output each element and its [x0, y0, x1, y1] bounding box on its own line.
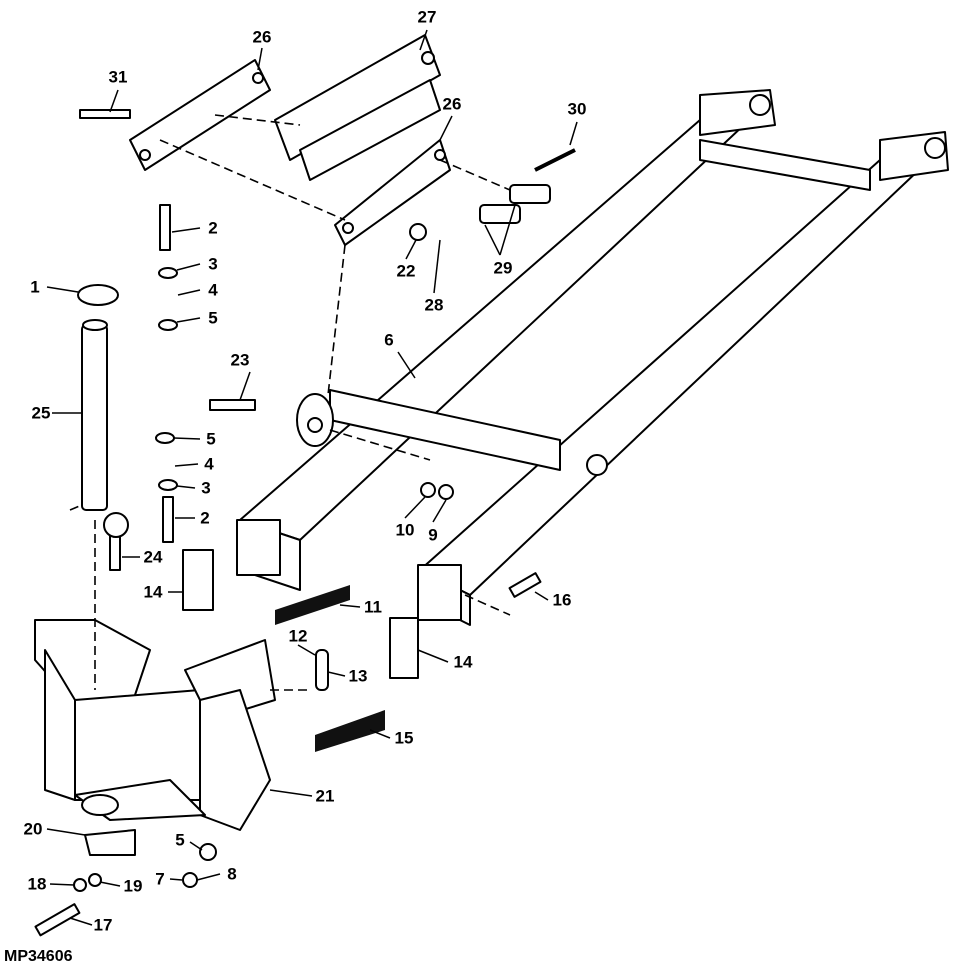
- callout-28: 28: [423, 295, 445, 315]
- callout-10: 10: [394, 520, 416, 540]
- hitch-bracket: [34, 619, 276, 892]
- callout-5: 5: [174, 830, 186, 850]
- callout-16: 16: [551, 590, 573, 610]
- figure-id: MP34606: [4, 948, 73, 965]
- callout-18: 18: [26, 874, 48, 894]
- callout-3: 3: [207, 254, 219, 274]
- callout-5: 5: [207, 308, 219, 328]
- frame-assembly: [236, 89, 949, 626]
- callout-20: 20: [22, 819, 44, 839]
- callout-13: 13: [347, 666, 369, 686]
- callout-15: 15: [393, 728, 415, 748]
- hardware: [34, 109, 576, 937]
- callout-4: 4: [207, 280, 219, 300]
- links: [129, 34, 451, 246]
- callout-30: 30: [566, 99, 588, 119]
- callout-5: 5: [205, 429, 217, 449]
- assembly-lines: [69, 114, 511, 691]
- callout-25: 25: [30, 403, 52, 423]
- callout-9: 9: [427, 525, 439, 545]
- callout-2: 2: [207, 218, 219, 238]
- callout-26: 26: [441, 94, 463, 114]
- callout-4: 4: [203, 454, 215, 474]
- callout-8: 8: [226, 864, 238, 884]
- callout-14: 14: [142, 582, 164, 602]
- callout-22: 22: [395, 261, 417, 281]
- callout-27: 27: [416, 7, 438, 27]
- callout-17: 17: [92, 915, 114, 935]
- callout-29: 29: [492, 258, 514, 278]
- callout-2: 2: [199, 508, 211, 528]
- callout-23: 23: [229, 350, 251, 370]
- callout-14: 14: [452, 652, 474, 672]
- callout-3: 3: [200, 478, 212, 498]
- callout-11: 11: [363, 597, 383, 617]
- callout-31: 31: [107, 67, 129, 87]
- callout-12: 12: [287, 626, 309, 646]
- leader-lines: [46, 29, 578, 926]
- callout-24: 24: [142, 547, 164, 567]
- callout-21: 21: [314, 786, 336, 806]
- callout-26: 26: [251, 27, 273, 47]
- callout-19: 19: [122, 876, 144, 896]
- callout-7: 7: [154, 869, 166, 889]
- callout-6: 6: [383, 330, 395, 350]
- callout-1: 1: [29, 277, 41, 297]
